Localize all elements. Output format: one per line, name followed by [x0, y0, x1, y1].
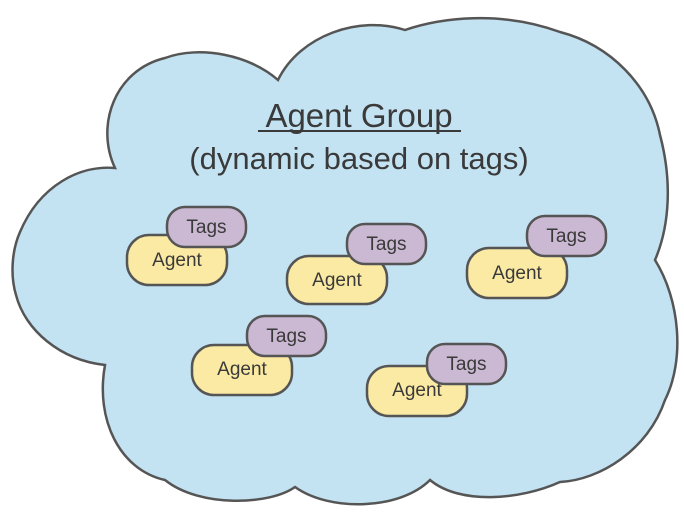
agent-pill — [285, 254, 389, 306]
agent-node: Agent Tags — [285, 222, 428, 306]
tags-label: Tags — [266, 326, 306, 347]
diagram-title: Agent Group — [265, 97, 452, 134]
agent-node: Agent Tags — [190, 314, 328, 397]
tags-pill — [345, 222, 428, 266]
agent-node: Agent Tags — [365, 342, 508, 418]
agent-label: Agent — [312, 270, 362, 291]
agent-pill — [465, 246, 569, 300]
tags-label: Tags — [546, 226, 586, 247]
tags-label: Tags — [186, 217, 226, 238]
agent-node: Agent Tags — [465, 214, 608, 300]
agent-label: Agent — [152, 250, 202, 271]
diagram-subtitle: (dynamic based on tags) — [189, 141, 528, 176]
agent-label: Agent — [392, 380, 442, 401]
tags-pill — [525, 214, 608, 258]
agent-label: Agent — [492, 263, 542, 284]
tags-label: Tags — [366, 234, 406, 255]
agent-node: Agent Tags — [125, 205, 248, 287]
agent-pill — [190, 343, 294, 397]
agent-label: Agent — [217, 359, 267, 380]
tags-pill — [165, 205, 248, 249]
tags-pill — [245, 314, 328, 358]
tags-pill — [425, 342, 508, 386]
tags-label: Tags — [446, 354, 486, 375]
